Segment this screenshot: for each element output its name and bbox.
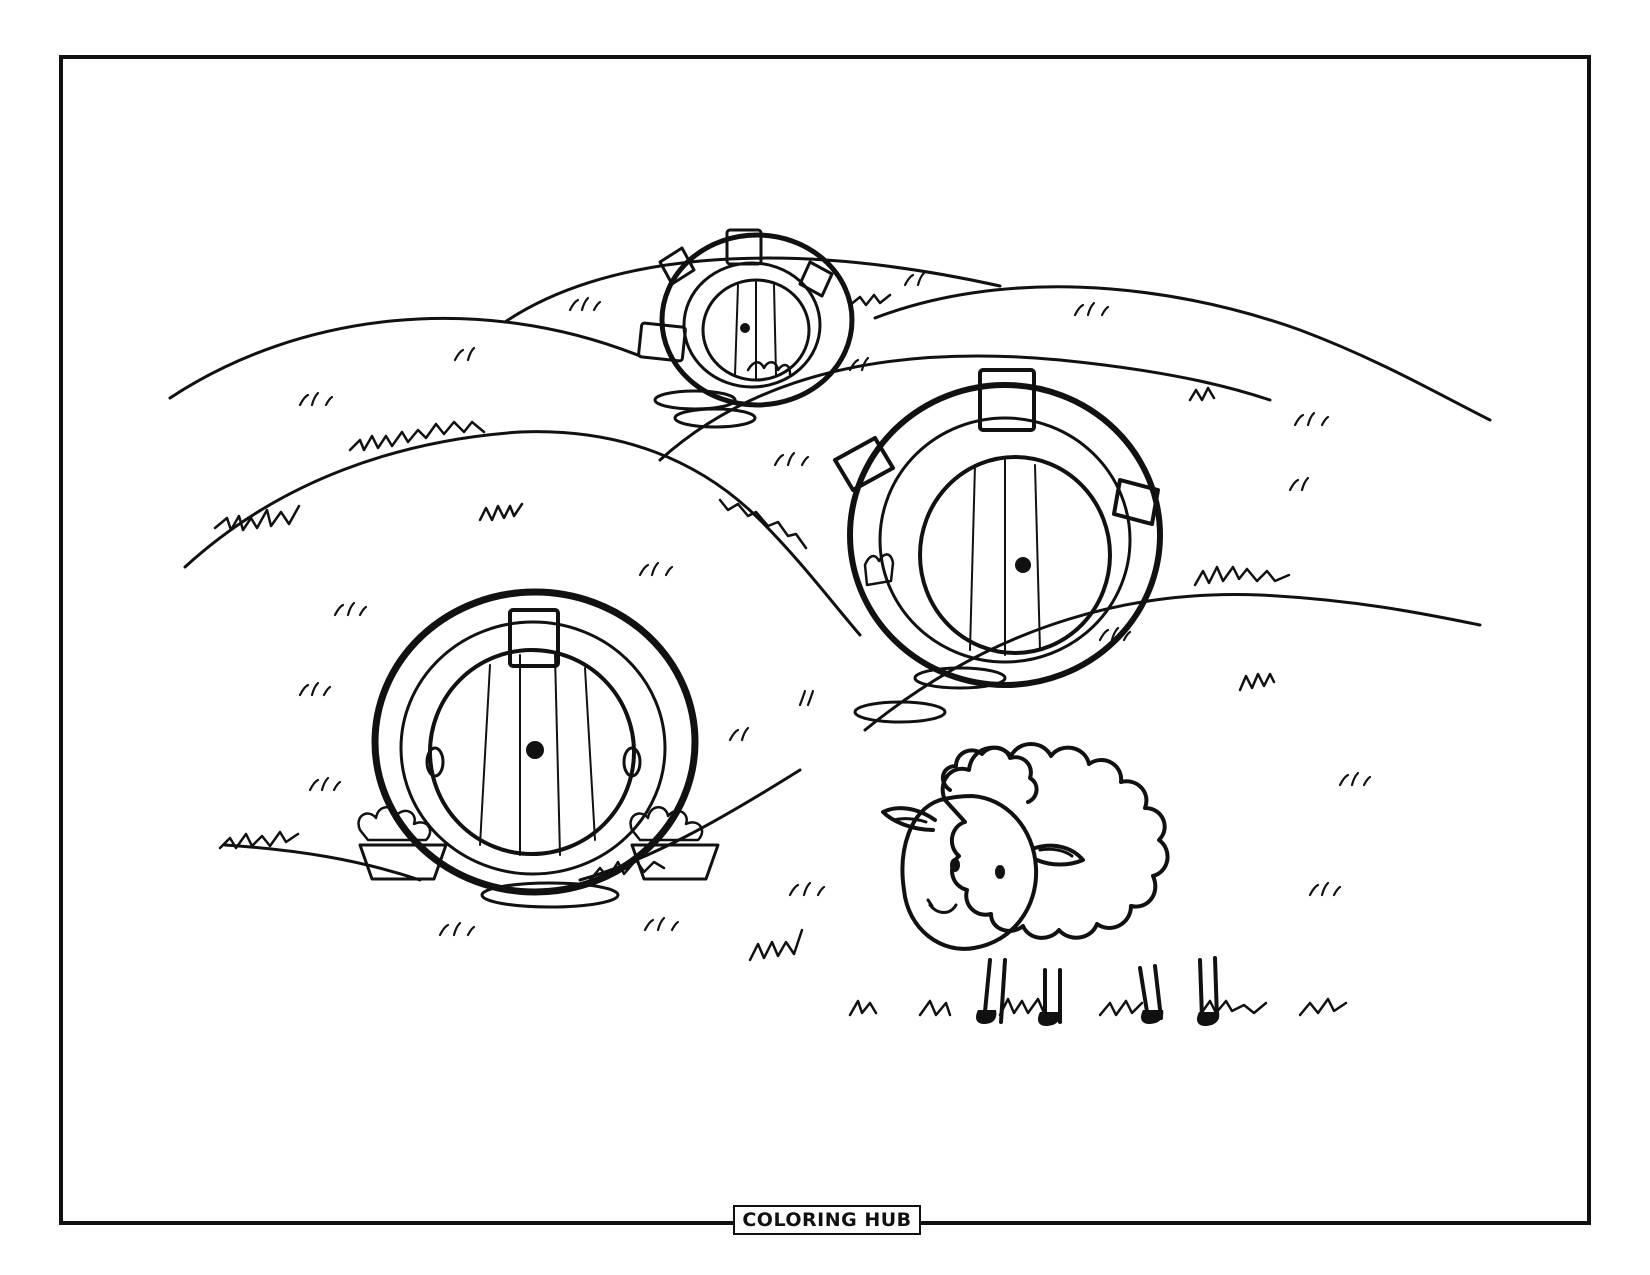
brand-label: COLORING HUB	[742, 1209, 912, 1231]
middle-hills	[183, 354, 1272, 637]
sheep	[881, 742, 1220, 1026]
hobbit-door-top	[637, 228, 855, 429]
grass-tufts	[213, 293, 1348, 1017]
brand-badge: COLORING HUB	[733, 1205, 921, 1235]
coloring-page-illustration	[168, 228, 1492, 1026]
grass-strokes	[298, 271, 1372, 937]
hobbit-door-middle	[833, 368, 1163, 724]
hobbit-door-front	[357, 588, 720, 909]
back-hills	[168, 256, 1492, 422]
